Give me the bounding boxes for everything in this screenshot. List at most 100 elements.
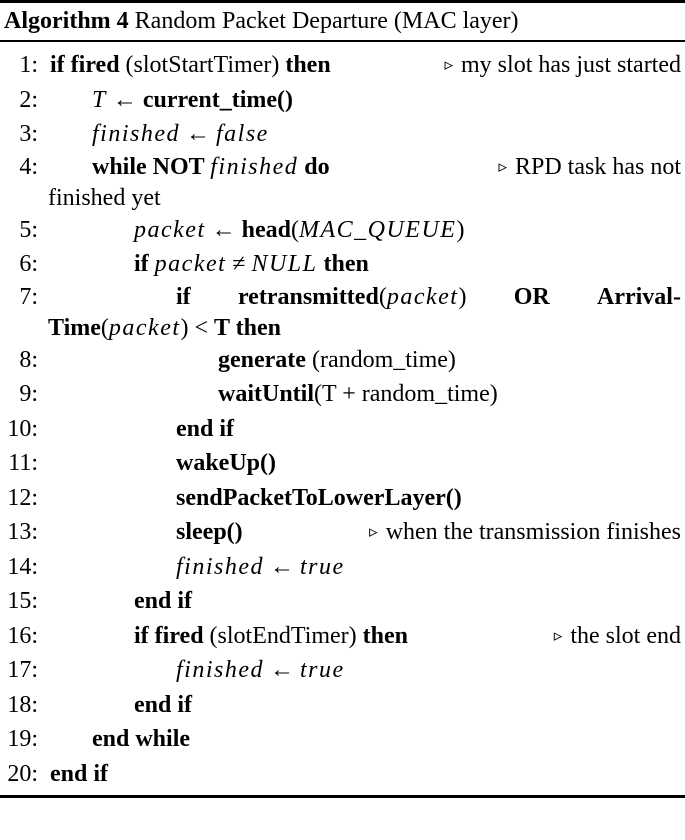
algorithm-line: 20: end if xyxy=(0,757,685,792)
code-token: while NOT xyxy=(92,153,211,180)
code-token: finished xyxy=(210,153,299,180)
line-number: 13: xyxy=(7,519,38,545)
algorithm-line: 18:end if xyxy=(0,688,685,723)
code-token: head xyxy=(241,216,291,243)
line-content: T ← current_time() xyxy=(92,83,681,118)
line-comment: ▹the slot end xyxy=(554,619,681,656)
code-token: then xyxy=(317,251,369,277)
code-word: OR xyxy=(514,282,550,313)
code-token: finished xyxy=(176,553,264,580)
line-number: 2: xyxy=(19,86,38,113)
algorithm-line: 17:finished ← true xyxy=(0,653,685,688)
code-token: finished xyxy=(92,121,180,147)
algorithm-caption: Algorithm 4 Random Packet Departure (MAC… xyxy=(0,3,685,40)
code-token: false xyxy=(216,121,269,147)
line-number: 20: xyxy=(7,760,38,787)
line-content: if packet ≠ NULL then xyxy=(134,247,681,282)
algorithm-body: 1:if fired (slotStartTimer) then▹my slot… xyxy=(0,42,685,795)
algorithm-label: Algorithm 4 xyxy=(4,8,129,34)
algorithm-line: 1: if fired (slotStartTimer) then▹ my slot… xyxy=(0,48,685,83)
comment-triangle-icon: ▹ xyxy=(444,55,454,74)
comment-triangle-icon: ▹ xyxy=(553,625,563,645)
code-token: ← xyxy=(264,657,300,683)
line-content: if fired (slotStartTimer) then xyxy=(50,48,681,83)
algorithm-box: Algorithm 4 Random Packet Departure (MAC… xyxy=(0,0,685,798)
code-token: if fired xyxy=(50,52,120,78)
line-number: 10: xyxy=(7,415,38,442)
line-comment: ▹RPD task has not xyxy=(498,152,681,184)
line-continuation: Time(packet) < T then xyxy=(0,313,685,343)
algorithm-line: 6: if packet ≠ NULL then xyxy=(0,247,685,282)
algorithm-line: 5:packet ← head(MAC_QUEUE) xyxy=(0,213,685,248)
comment-text: my slot has just started xyxy=(461,52,681,78)
line-content: end if xyxy=(134,584,681,619)
code-word: retransmitted(packet) xyxy=(238,282,466,313)
algorithm-line: 12: sendPacketToLowerLayer() xyxy=(0,481,685,516)
line-comment: ▹ my slot has just started xyxy=(444,48,681,85)
line-content: finished ← false xyxy=(92,117,681,152)
code-token: (random_time) xyxy=(305,346,456,373)
line-number: 7: xyxy=(19,283,38,310)
top-rule xyxy=(0,0,685,3)
line-number: 6: xyxy=(19,251,38,277)
code-token: wakeUp() xyxy=(176,450,276,476)
code-token: Arrival- xyxy=(597,283,681,310)
line-number: 1: xyxy=(19,52,38,78)
line-number: 12: xyxy=(7,484,38,511)
code-token: finished yet xyxy=(48,184,161,211)
line-number: 15: xyxy=(7,588,38,614)
code-token: finished xyxy=(176,657,264,683)
line-content: end if xyxy=(50,757,681,792)
algorithm-line: 19:end while xyxy=(0,722,685,757)
algorithm-line: 8: generate (random_time) xyxy=(0,343,685,378)
line-number: 14: xyxy=(7,553,38,580)
line-content: sleep() xyxy=(176,515,681,550)
line-number: 3: xyxy=(19,121,38,147)
code-token: ← xyxy=(264,553,300,580)
code-token: packet xyxy=(134,216,206,243)
code-token: ( xyxy=(290,216,299,243)
code-token: generate xyxy=(218,346,306,373)
code-token: true xyxy=(300,657,345,683)
code-token: ← xyxy=(180,121,216,147)
code-token: end if xyxy=(134,691,193,718)
algorithm-line: 4: while NOT finished do▹RPD task has not xyxy=(0,152,685,183)
code-token: end if xyxy=(50,760,109,787)
line-comment: ▹when the transmission finishes xyxy=(369,515,681,552)
line-number: 9: xyxy=(19,381,38,407)
code-token: if fired xyxy=(134,622,204,649)
bottom-rule xyxy=(0,795,685,798)
line-content: wakeUp() xyxy=(176,446,681,481)
comment-text: when the transmission finishes xyxy=(385,519,681,545)
code-token: ← xyxy=(106,86,143,113)
line-content: generate (random_time) xyxy=(218,343,681,378)
algorithm-line: 16: if fired (slotEndTimer) then▹the slot… xyxy=(0,619,685,654)
code-token: T xyxy=(92,86,107,113)
code-token: sendPacketToLowerLayer() xyxy=(176,484,462,511)
algorithm-title: Random Packet Departure (MAC layer) xyxy=(134,8,519,34)
code-token: ) xyxy=(458,283,467,310)
code-token: (slotEndTimer) xyxy=(203,622,363,649)
line-content: waitUntil(T + random_time) xyxy=(218,377,681,412)
code-token: (slotStartTimer) xyxy=(119,52,286,78)
code-token: ( xyxy=(378,283,387,310)
code-word: Arrival- xyxy=(597,282,681,313)
line-number: 5: xyxy=(19,216,38,243)
code-token: MAC_QUEUE xyxy=(298,216,457,243)
line-number: 8: xyxy=(19,346,38,373)
line-content: while NOT finished do xyxy=(92,152,681,183)
line-content: end while xyxy=(92,722,681,757)
code-token: (T + random_time) xyxy=(314,381,498,407)
line-continuation: finished yet xyxy=(0,183,685,213)
code-token: sleep() xyxy=(176,519,243,545)
comment-triangle-icon: ▹ xyxy=(498,156,507,176)
line-number: 4: xyxy=(19,153,38,180)
algorithm-line: 14: finished ← true xyxy=(0,550,685,585)
line-content: if fired (slotEndTimer) then xyxy=(134,619,681,654)
code-token: end if xyxy=(176,415,235,442)
line-content: sendPacketToLowerLayer() xyxy=(176,481,681,516)
line-number: 16: xyxy=(7,622,38,649)
line-content: finished ← true xyxy=(176,550,681,585)
algorithm-line: 11:wakeUp() xyxy=(0,446,685,481)
